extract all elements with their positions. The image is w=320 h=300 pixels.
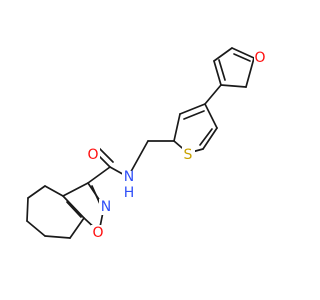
amide-hydrogen-label: H [124,185,135,201]
isoxazole-nitrogen-label: N [101,199,111,215]
carbonyl-oxygen-label: O [87,147,98,163]
cyclohexane-ring [26,185,85,239]
furan-ring [204,47,255,105]
atom-label-isoxazole-oxygen: O [91,225,105,241]
structure-canvas: O N H S O N O [26,47,268,241]
furan-oxygen-label: O [254,50,265,66]
atom-label-isoxazole-nitrogen: N [99,199,113,215]
thiophene-ring [173,103,218,154]
atom-label-amide-nitrogen: N H [122,169,136,201]
thiophene-sulfur-label: S [184,147,193,163]
isoxazole-oxygen-label: O [92,225,103,241]
atom-label-thiophene-sulfur: S [182,146,195,163]
molecule-structure: O N H S O N O [26,47,268,241]
atom-label-carbonyl-oxygen: O [86,147,100,163]
atom-label-furan-oxygen: O [254,50,268,66]
amide-nitrogen-label: N [124,169,134,185]
